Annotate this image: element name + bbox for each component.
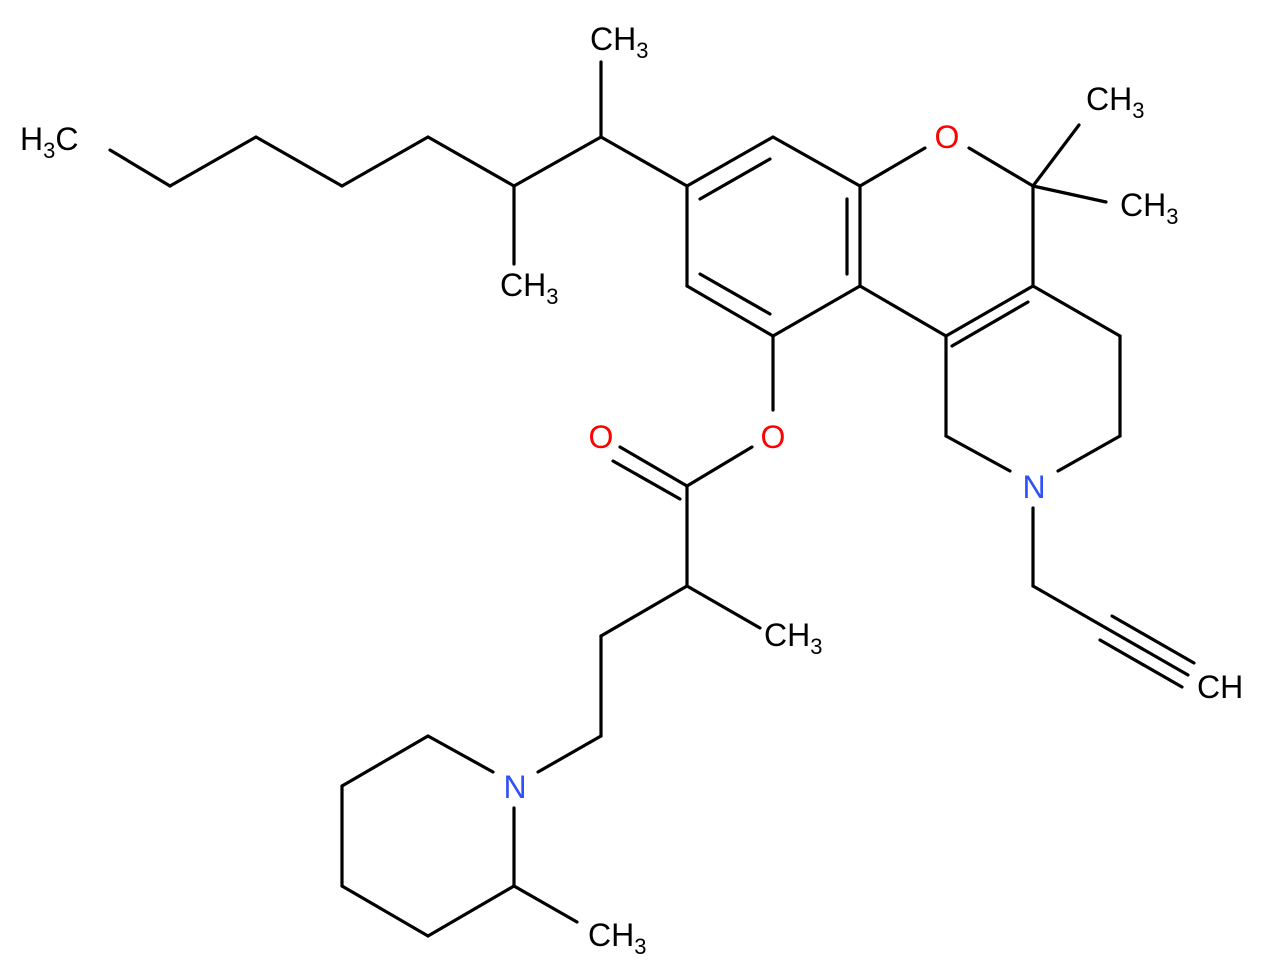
atom-label-nitrogen: N: [503, 769, 526, 805]
bond: [1031, 184, 1108, 204]
bond: [1031, 123, 1081, 188]
bond: [771, 135, 862, 188]
bond: [599, 584, 689, 638]
bond: [340, 734, 430, 788]
bond: [858, 146, 927, 188]
bond: [685, 584, 762, 630]
bond: [599, 135, 689, 188]
atom-label-oxygen: O: [761, 419, 786, 455]
atom-label-alkyne-ch: CH: [1197, 669, 1243, 705]
bonds: [108, 60, 1196, 938]
bond: [426, 884, 516, 938]
bond: [1031, 284, 1122, 338]
bond: [340, 884, 430, 938]
bond: [685, 445, 754, 488]
bond: [611, 459, 682, 501]
atom-label-methyl: CH3: [1086, 81, 1144, 123]
bond: [685, 284, 775, 338]
atom-labels: CH3 H3C CH3 O CH3 CH3 O O N CH3 CH N CH3: [20, 21, 1243, 959]
atom-label-methyl-terminal: H3C: [20, 121, 78, 163]
bond: [254, 135, 344, 188]
bond: [536, 734, 603, 774]
bond: [426, 135, 516, 188]
bond: [698, 272, 772, 316]
bond: [512, 884, 579, 924]
bond: [512, 135, 603, 188]
atom-label-methyl: CH3: [764, 617, 822, 659]
bond: [698, 157, 772, 201]
bond: [340, 135, 430, 188]
atom-label-oxygen: O: [935, 119, 960, 155]
bond: [685, 135, 775, 188]
atom-label-nitrogen: N: [1022, 469, 1045, 505]
bond: [1110, 614, 1196, 665]
atom-label-methyl: CH3: [590, 21, 648, 63]
bond: [108, 148, 172, 188]
bond: [771, 284, 862, 338]
bond: [618, 445, 689, 488]
bond: [1098, 638, 1184, 689]
bond: [950, 300, 1030, 348]
bond: [944, 434, 1012, 473]
bond: [168, 135, 258, 188]
atom-label-oxygen: O: [589, 419, 614, 455]
bond: [1031, 584, 1108, 630]
atom-label-methyl: CH3: [500, 267, 558, 309]
atom-label-methyl: CH3: [588, 917, 646, 959]
bond: [967, 146, 1035, 188]
atom-label-methyl: CH3: [1120, 187, 1178, 229]
bond: [858, 284, 948, 338]
bond: [944, 284, 1035, 338]
bond: [1104, 626, 1190, 677]
bond: [426, 734, 495, 774]
bond: [1056, 434, 1122, 473]
